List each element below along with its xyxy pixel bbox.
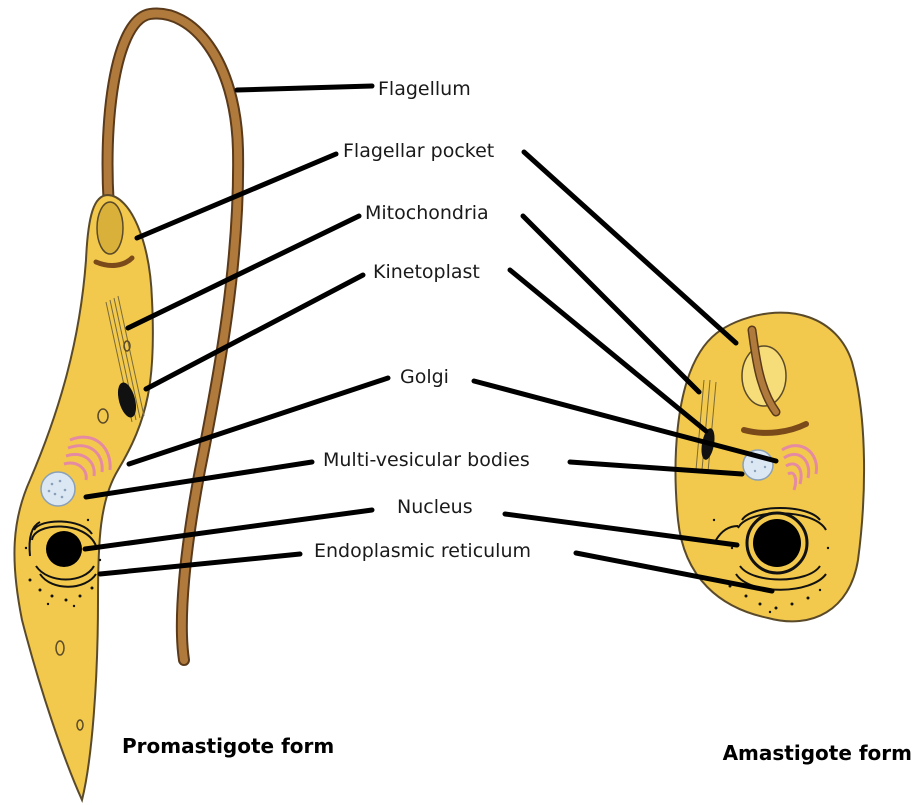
label-nucleus: Nucleus	[397, 496, 473, 518]
label-endoplasmic-reticulum: Endoplasmic reticulum	[314, 540, 531, 562]
label-kinetoplast: Kinetoplast	[373, 261, 480, 283]
label-mitochondria: Mitochondria	[365, 202, 489, 224]
promastigote-nucleus	[46, 531, 82, 567]
label-flagellum: Flagellum	[378, 78, 471, 100]
amastigote-cell	[676, 313, 865, 622]
leader-kinetoplast-left	[146, 275, 363, 389]
leader-flagellum	[237, 86, 372, 90]
promastigote-cell	[14, 14, 238, 800]
promastigote-flagellar-pocket	[97, 202, 123, 254]
label-golgi: Golgi	[400, 366, 449, 388]
leader-kinetoplast-right	[510, 270, 706, 431]
amastigote-nucleus	[753, 519, 801, 567]
leader-er-left	[100, 554, 300, 574]
promastigote-mvb	[41, 472, 75, 506]
label-flagellar-pocket: Flagellar pocket	[343, 140, 494, 162]
label-amastigote-form: Amastigote form	[723, 741, 912, 765]
label-multi-vesicular-bodies: Multi-vesicular bodies	[323, 449, 530, 471]
leader-mitochondria-left	[128, 216, 359, 328]
label-promastigote-form: Promastigote form	[122, 734, 334, 758]
